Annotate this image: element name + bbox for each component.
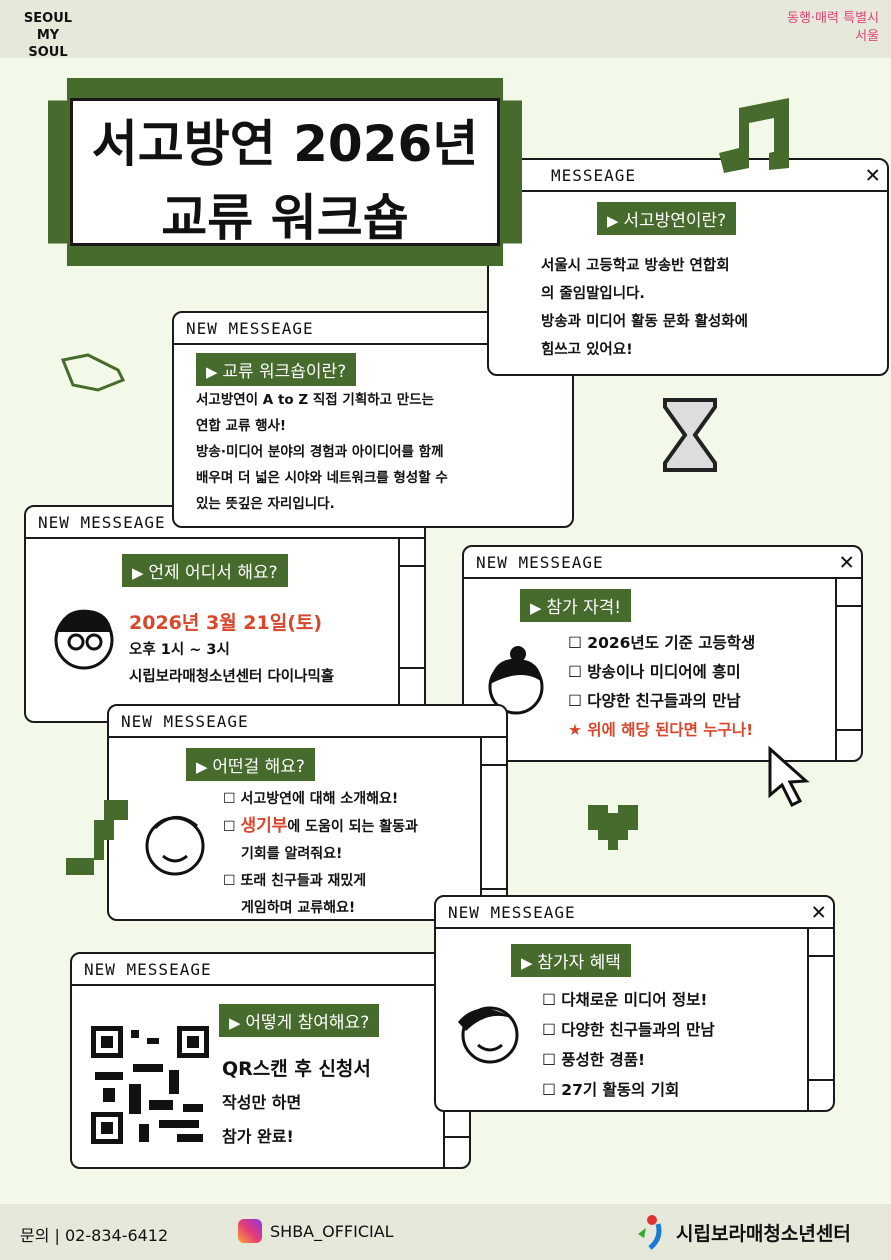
section-label: 교류 워크숍이란? [196,353,357,386]
text-line: 힘쓰고 있어요! [541,342,633,358]
music-note-icon [66,800,128,875]
title-line1: 서고방연 2026년 [91,115,479,173]
window-title: NEW MESSEAGE [38,513,166,532]
instagram-handle[interactable]: SHBA_OFFICIAL [270,1222,394,1241]
text-line: 연합 교류 행사! [196,418,287,434]
list-item: 서고방연에 대해 소개해요! [223,786,418,813]
window-title: NEW MESSEAGE [476,553,604,572]
instagram-icon [238,1219,262,1243]
list-item-cont: 게임하며 교류해요! [241,900,356,916]
close-icon[interactable]: ✕ [839,547,855,575]
character-girl-icon [458,1006,519,1064]
checklist-item: 다양한 친구들과의 만남 [568,687,755,716]
seoul-my-soul-logo: SEOUL MY SOUL [23,11,73,60]
section-label: 참가 자격! [520,589,632,622]
organization-name: 시립보라매청소년센터 [676,1223,851,1245]
scrollbar[interactable] [807,929,833,1110]
benefit-item: 다채로운 미디어 정보! [542,985,715,1015]
benefit-item: 다양한 친구들과의 만남 [542,1015,714,1045]
pixel-heart-icon [588,805,638,850]
section-label: 어떤걸 해요? [186,748,315,781]
when-window: NEW MESSEAGE 언제 어디서 해요? 2026년 3월 21일(토) … [24,505,426,723]
window-title: MESSEAGE [551,166,637,185]
seoul-slogan-logo: 동행·매력 특별시 서울 [787,11,879,44]
event-date: 2026년 3월 21일(토) [129,612,323,634]
section-label: 어떻게 참여해요? [219,1004,380,1037]
footer: 문의 | 02-834-6412 SHBA_OFFICIAL 시립보라매청소년센… [0,1204,891,1260]
about-window: MESSEAGE ✕ 서고방연이란? 서울시 고등학교 방송반 연합회 의 줄임말… [487,158,889,376]
pointing-hand-icon [60,353,126,392]
checklist-item: 2026년도 기준 고등학생 [568,629,755,658]
window-title: NEW MESSEAGE [121,712,249,731]
scrollbar[interactable] [398,539,424,721]
character-glasses-icon [54,609,114,670]
eligibility-window: NEW MESSEAGE ✕ 참가 자격! 2026년도 기준 고등학생 방송이나… [462,545,863,762]
instruction-line: 작성만 하면 [222,1093,302,1112]
text-line: 서고방연이 A to Z 직접 기획하고 만드는 [196,392,435,408]
text-line: 방송과 미디어 활동 문화 활성화에 [541,314,748,330]
top-bar: SEOUL MY SOUL 동행·매력 특별시 서울 [0,0,891,60]
how-window: NEW MESSEAGE 어떻게 참여해요? QR스캔 후 신청서 작성만 하면… [70,952,471,1169]
text-line: 서울시 고등학교 방송반 연합회 [541,258,730,274]
instruction-line: 참가 완료! [222,1127,294,1146]
list-item-cont: 기회를 알려줘요! [241,846,343,862]
list-item: 생기부에 도움이 되는 활동과 [223,813,418,841]
benefit-item: 풍성한 경품! [542,1045,715,1075]
close-icon[interactable]: ✕ [811,897,827,925]
title-banner: 서고방연 2026년 교류 워크숍 [48,78,522,266]
section-label: 참가자 혜택 [511,944,631,977]
character-girl-icon [488,646,544,715]
window-title: NEW MESSEAGE [84,960,212,979]
qr-code[interactable] [89,1024,211,1146]
character-boy-icon [145,816,205,876]
section-label: 언제 어디서 해요? [122,554,288,587]
benefits-window: NEW MESSEAGE ✕ 참가자 혜택 다채로운 미디어 정보! 다양한 친구… [434,895,835,1112]
hourglass-icon [663,398,717,472]
contact-info: 문의 | 02-834-6412 [20,1226,169,1245]
scrollbar[interactable] [480,738,506,919]
text-line: 의 줄임말입니다. [541,286,645,302]
instruction-line: QR스캔 후 신청서 [222,1058,371,1080]
list-text: 에 도움이 되는 활동과 [287,819,418,835]
text-line: 배우며 더 넓은 시야와 네트워크를 형성할 수 [196,470,448,486]
event-place: 시립보라매청소년센터 다이나믹홀 [129,669,335,685]
highlight-text: 생기부 [240,816,288,836]
music-note-icon [719,98,789,173]
scrollbar[interactable] [835,579,861,760]
title-line2: 교류 워크숍 [161,189,409,247]
window-title: NEW MESSEAGE [448,903,576,922]
window-title: NEW MESSEAGE [186,319,314,338]
section-label: 서고방연이란? [597,202,737,235]
close-icon[interactable]: ✕ [865,160,881,188]
benefit-item: 27기 활동의 기회 [542,1075,715,1105]
list-item: 또래 친구들과 재밌게 [223,868,418,895]
organization-logo-icon [638,1215,662,1250]
checklist-item: 방송이나 미디어에 흥미 [568,658,755,687]
highlight-text: ★ 위에 해당 된다면 누구나! [568,721,754,739]
what-window: NEW MESSEAGE 어떤걸 해요? 서고방연에 대해 소개해요! 생기부에… [107,704,508,921]
mouse-cursor-icon [768,745,810,808]
text-line: 방송·미디어 분야의 경험과 아이디어를 함께 [196,444,444,460]
event-time: 오후 1시 ~ 3시 [129,642,230,658]
text-line: 있는 뜻깊은 자리입니다. [196,496,335,512]
